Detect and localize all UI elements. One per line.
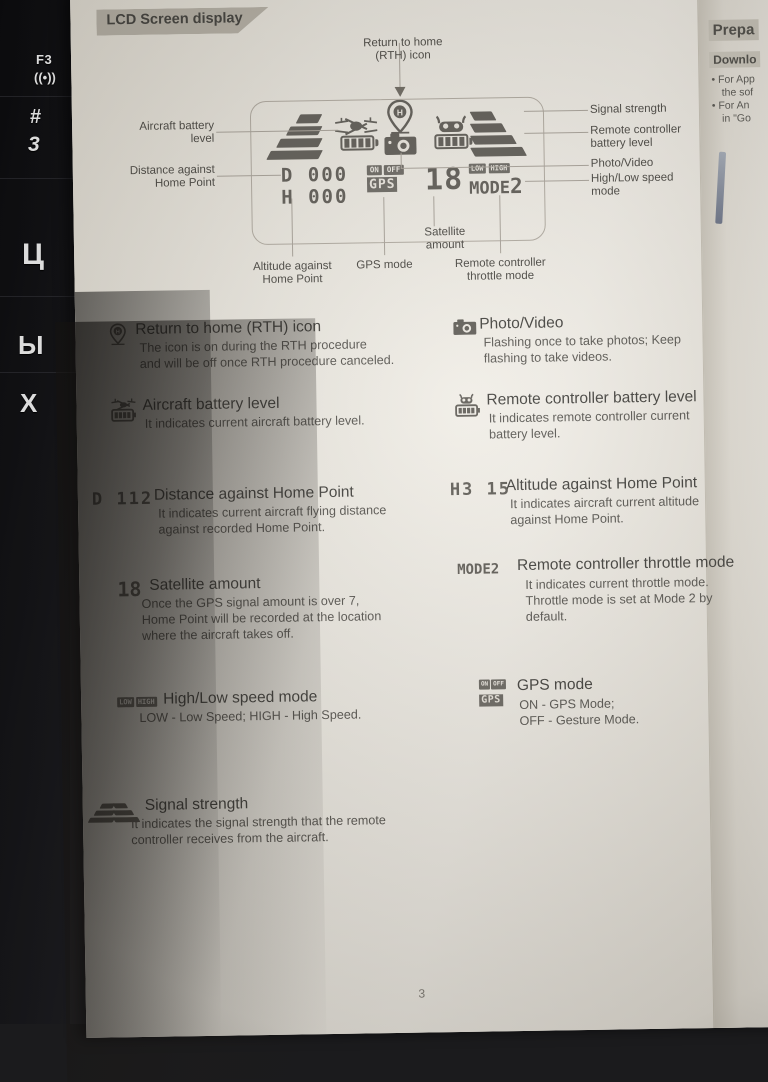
callout-rc-battery: Remote controller battery level — [590, 123, 682, 150]
legend-item-throttle-mode: MODE2 Remote controller throttle mode It… — [457, 553, 768, 626]
lcd-satellite-icon: 18 — [117, 576, 142, 602]
legend-item-rc-battery: Remote controller battery level It indic… — [454, 387, 765, 443]
key-tse[interactable]: Ц — [22, 238, 44, 271]
key-3[interactable]: 3 — [28, 133, 40, 156]
legend-title: Remote controller throttle mode — [516, 553, 735, 575]
legend-item-rth: H Return to home (RTH) icon The icon is … — [109, 316, 430, 372]
callout-distance: Distance against Home Point — [129, 163, 216, 190]
lcd-mode-value: 2 — [509, 173, 523, 199]
facing-page-subheading: Downlo — [709, 51, 761, 68]
legend-item-distance: D 112 Distance against Home Point It ind… — [92, 482, 453, 539]
arrow-down-icon — [394, 86, 406, 97]
facing-bullet-cont: in "Go — [721, 112, 751, 125]
lcd-mode-label: MODE — [468, 178, 511, 199]
keyboard-row-divider — [0, 296, 92, 297]
callout-throttle-mode: Remote controller throttle mode — [454, 256, 546, 283]
lcd-speed-icon: LOW HIGH — [117, 696, 157, 708]
facing-bullet: • For An — [711, 99, 750, 112]
callout-speed-mode: High/Low speed mode — [590, 171, 674, 198]
camera-icon — [453, 319, 477, 335]
key-yery[interactable]: Ы — [18, 330, 44, 360]
lcd-gps-label: GPS — [479, 694, 503, 707]
drone-icon — [335, 117, 378, 136]
lcd-gps-block: ON OFF GPS — [366, 164, 404, 194]
facing-page-heading: Prepa — [708, 19, 759, 41]
lcd-gps-on-badge: ON — [478, 679, 491, 690]
facing-bullet-text: For App — [717, 73, 755, 86]
lcd-gps-off-badge: OFF — [491, 679, 507, 690]
camera-icon — [384, 133, 417, 156]
lcd-distance-icon: D 112 — [91, 488, 154, 510]
legend-item-speed-mode: LOW HIGH High/Low speed mode LOW - Low S… — [117, 686, 468, 726]
facing-bullet-cont: the sof — [721, 86, 754, 99]
callout-photo-video: Photo/Video — [590, 156, 654, 170]
keyboard-row-divider — [0, 372, 92, 373]
lcd-altitude-icon: H3 15 — [449, 479, 512, 501]
remote-controller-icon — [435, 115, 467, 133]
rth-pin-icon: H — [387, 99, 413, 134]
remote-controller-battery-icon — [434, 133, 473, 150]
manual-page: Prepa Downlo • For App the sof • For An … — [55, 0, 768, 1082]
callout-altitude: Altitude against Home Point — [252, 259, 332, 286]
lcd-gps-label: GPS — [366, 176, 398, 193]
lcd-mode-icon: MODE2 — [457, 561, 500, 578]
lcd-gps-on-badge: ON — [366, 165, 382, 176]
callout-aircraft-battery: Aircraft battery level — [139, 119, 215, 145]
legend-item-gps-mode: ON OFF GPS GPS mode ON - GPS Mode; OFF -… — [478, 673, 768, 730]
legend-title: GPS mode — [516, 675, 593, 695]
callout-satellite: Satellite amount — [424, 225, 466, 251]
signal-bars-icon — [83, 803, 141, 826]
key-ha[interactable]: Х — [20, 388, 38, 418]
keyboard-row-divider — [0, 178, 92, 179]
aircraft-battery-icon — [340, 135, 379, 151]
signal-bars-left-icon — [266, 114, 335, 160]
key-f3[interactable]: F3 — [36, 52, 53, 67]
legend-item-photo-video: Photo/Video Flashing once to take photos… — [453, 311, 754, 367]
pen-object — [715, 151, 727, 224]
svg-text:H: H — [116, 329, 120, 335]
callout-gps-mode: GPS mode — [356, 258, 413, 272]
facing-bullet: • For App — [711, 73, 755, 86]
legend-item-altitude: H3 15 Altitude against Home Point It ind… — [450, 473, 768, 529]
facing-bullet-text: For An — [718, 99, 750, 112]
callout-signal-strength: Signal strength — [589, 102, 667, 116]
lcd-high-badge: HIGH — [135, 696, 157, 708]
lcd-low-badge: LOW — [468, 163, 486, 174]
lcd-gps-icon: ON OFF GPS — [478, 679, 507, 707]
lcd-low-badge: LOW — [117, 697, 134, 708]
legend-item-satellite: 18 Satellite amount Once the GPS signal … — [117, 572, 468, 644]
lcd-high-badge: HIGH — [488, 163, 510, 174]
lcd-distance-readout: D 000 — [280, 163, 349, 187]
callout-rth: Return to home (RTH) icon — [363, 36, 443, 62]
rth-pin-icon: H — [109, 323, 126, 346]
lcd-mode-block: LOW HIGH MODE2 — [468, 163, 523, 199]
legend-item-signal-strength: Signal strength It indicates the signal … — [83, 791, 504, 849]
controller-battery-icon — [455, 393, 480, 417]
key-hash[interactable]: # — [30, 106, 42, 128]
svg-text:H: H — [397, 107, 403, 117]
keyboard-row-divider — [0, 96, 92, 97]
wifi-icon[interactable]: ((•)) — [34, 70, 56, 85]
legend-item-aircraft-battery: Aircraft battery level It indicates curr… — [110, 392, 441, 432]
drone-battery-icon — [111, 398, 136, 422]
